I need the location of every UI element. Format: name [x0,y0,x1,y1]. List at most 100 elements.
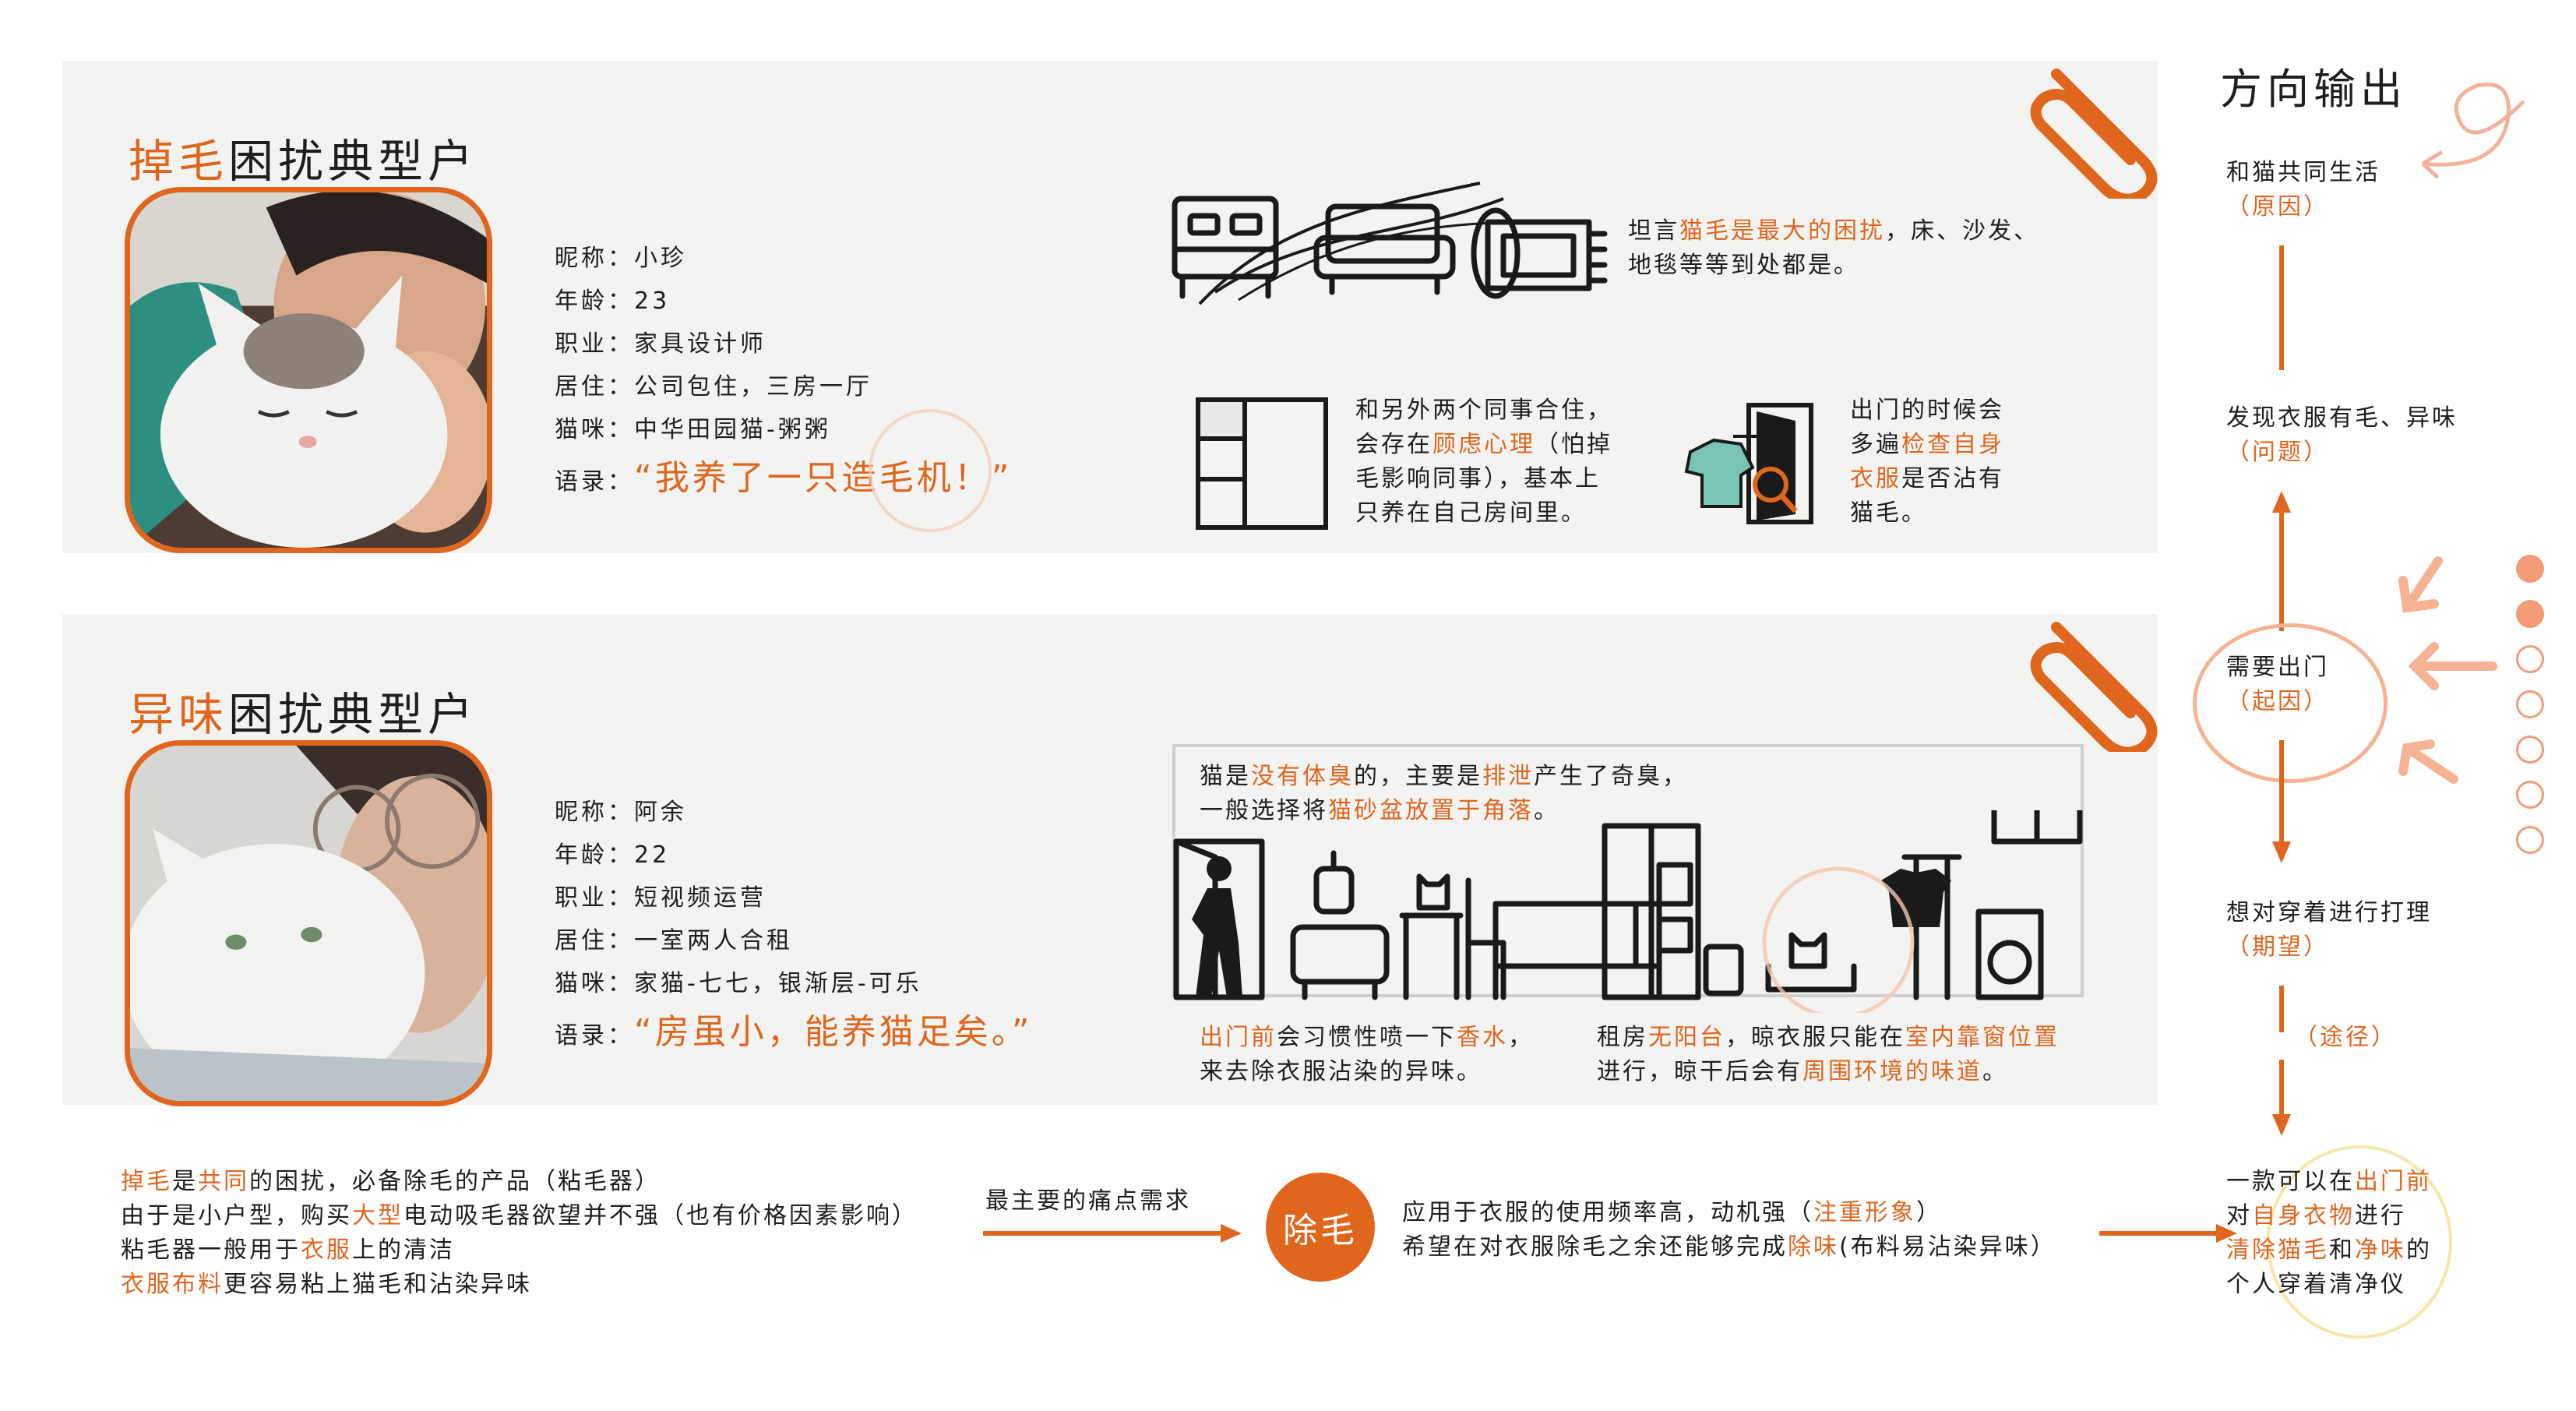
label: 年龄： [555,287,634,315]
value: 家猫-七七，银渐层-可乐 [634,970,922,997]
text: 会习惯性喷一下 [1277,1024,1457,1051]
swirl-arrow-decoration [2421,82,2525,179]
page-dot-2[interactable] [2516,600,2544,628]
persona1-photo-art [130,192,487,548]
highlight: 猫毛是最大的困扰 [1679,217,1885,245]
text: 进行，晾干后会有 [1597,1058,1802,1085]
persona2-title-highlight: 异味 [129,688,229,741]
page-dot-3[interactable] [2516,645,2544,673]
label: 年龄： [555,841,634,869]
text: 上的清洁 [352,1236,455,1264]
highlight: 排泄 [1482,763,1534,790]
text: 多遍 [1850,431,1901,458]
highlight: 除味 [1788,1233,1839,1261]
label: 语录： [555,468,634,496]
persona1-cat: 猫咪：中华田园猫-粥粥 [555,408,1013,451]
page-dot-7[interactable] [2516,826,2544,854]
text: 想对穿着进行打理 [2226,899,2432,926]
arrow-to-output [2099,1224,2237,1243]
page-dot-4[interactable] [2516,690,2544,718]
persona2-box-note: 猫是没有体臭的，主要是排泄产生了奇臭， 一般选择将猫砂盆放置于角落。 [1200,760,1688,828]
persona1-title-highlight: 掉毛 [129,135,229,188]
persona2-age: 年龄：22 [555,834,1033,877]
persona1-title-rest: 困扰典型户 [228,135,478,188]
highlight: 室内靠窗位置 [1905,1024,2060,1051]
text: 出门的时候会 [1850,397,2004,424]
persona2-note-balcony: 租房无阳台，晾衣服只能在室内靠窗位置 进行，晾干后会有周围环境的味道。 [1597,1021,2060,1089]
paperclip-icon [2030,622,2158,752]
hair-removal-label: 除毛 [1283,1211,1358,1250]
persona2-cat: 猫咪：家猫-七七，银渐层-可乐 [555,962,1033,1005]
persona1-age: 年龄：23 [555,280,1013,323]
persona2-quote: “房虽小，能养猫足矣。” [634,1012,1033,1052]
value: 一室两人合租 [634,927,793,954]
flow-step-approach-tag: （途径） [2294,1024,2397,1051]
highlight: 周围环境的味道 [1802,1058,1982,1085]
persona2-home: 居住：一室两人合租 [555,919,1033,962]
tag: （问题） [2226,439,2329,466]
shared-rooms-icon [1196,397,1328,530]
label: 昵称： [555,245,634,272]
flow-arrow-down [2272,1060,2291,1136]
persona2-title: 异味困扰典型户 [129,678,477,743]
trigger-circle-decoration [2193,623,2387,783]
output-circle-decoration [2267,1145,2452,1339]
summary-findings: 掉毛是共同的困扰，必备除毛的产品（粘毛器） 由于是小户型，购买大型电动吸毛器欲望… [121,1165,918,1302]
text: ） [1916,1199,1942,1226]
text: 和 [2329,1236,2355,1264]
flow-step-reason: 和猫共同生活 （原因） [2226,156,2380,224]
flow-line [2279,245,2284,370]
paperclip-icon [2030,69,2158,199]
persona2-job: 职业：短视频运营 [555,877,1033,919]
flow-title: 方向输出 [2220,65,2407,114]
text: 地毯等等到处都是。 [1628,252,1859,279]
value: 短视频运营 [634,884,766,912]
highlight: 检查自身 [1901,431,2004,458]
persona2-photo-art [130,746,487,1101]
highlight: 衣服 [301,1236,352,1264]
text: 来去除衣服沾染的异味。 [1200,1058,1482,1085]
flow-output-product: 一款可以在出门前 对自身衣物进行 清除猫毛和净味的 个人穿着清净仪 [2226,1165,2432,1302]
page-dot-5[interactable] [2516,735,2544,764]
text: 对 [2226,1202,2252,1229]
main-pain-point-label: 最主要的痛点需求 [985,1187,1191,1215]
persona1-title: 掉毛困扰典型户 [129,125,477,190]
text: 产生了奇臭， [1534,763,1688,790]
text: 应用于衣服的使用频率高，动机强（ [1402,1199,1813,1226]
value: 22 [634,841,671,869]
page-dot-1[interactable] [2516,555,2544,583]
highlight: 衣服 [1850,465,1901,492]
value: 阿余 [634,799,687,826]
hair-removal-circle: 除毛 [1266,1173,1375,1282]
flow-step-problem: 发现衣服有毛、异味 （问题） [2226,401,2458,470]
text: 需要出门 [2226,654,2329,681]
page-dot-6[interactable] [2516,781,2544,809]
highlight: 没有体臭 [1251,763,1354,790]
text: 租房 [1597,1024,1648,1051]
text: 的 [2406,1236,2432,1264]
value: 小珍 [634,245,687,272]
text: 由于是小户型，购买 [121,1202,352,1229]
summary-motivation: 应用于衣服的使用频率高，动机强（注重形象） 希望在对衣服除毛之余还能够完成除味(… [1402,1196,2056,1265]
text: 和另外两个同事合住， [1355,397,1612,424]
text: (布料易沾染异味） [1839,1233,2056,1261]
text: ， [1508,1024,1534,1051]
tag: （原因） [2226,193,2329,220]
focus-arrows-decoration [2398,556,2497,784]
text: 和猫共同生活 [2226,159,2380,186]
highlight: 出门前 [1200,1024,1277,1051]
value: 23 [634,287,671,315]
highlight: 清除猫毛 [2226,1236,2329,1264]
text: 的困扰，必备除毛的产品（粘毛器） [249,1168,661,1195]
highlight: 大型 [352,1202,403,1229]
persona1-note-roommates: 和另外两个同事合住， 会存在顾虑心理（怕掉 毛影响同事），基本上 只养在自己房间… [1355,393,1612,531]
label: 职业： [555,330,634,358]
persona2-nickname: 昵称：阿余 [555,791,1033,834]
page-indicator [2516,555,2547,866]
label: 居住： [555,373,634,400]
label: 猫咪： [555,416,634,443]
value: 中华田园猫-粥粥 [634,416,831,443]
persona2-note-perfume: 出门前会习惯性喷一下香水， 来去除衣服沾染的异味。 [1200,1021,1534,1089]
value: 公司包住，三房一厅 [634,373,872,400]
text: 会存在 [1355,431,1432,458]
